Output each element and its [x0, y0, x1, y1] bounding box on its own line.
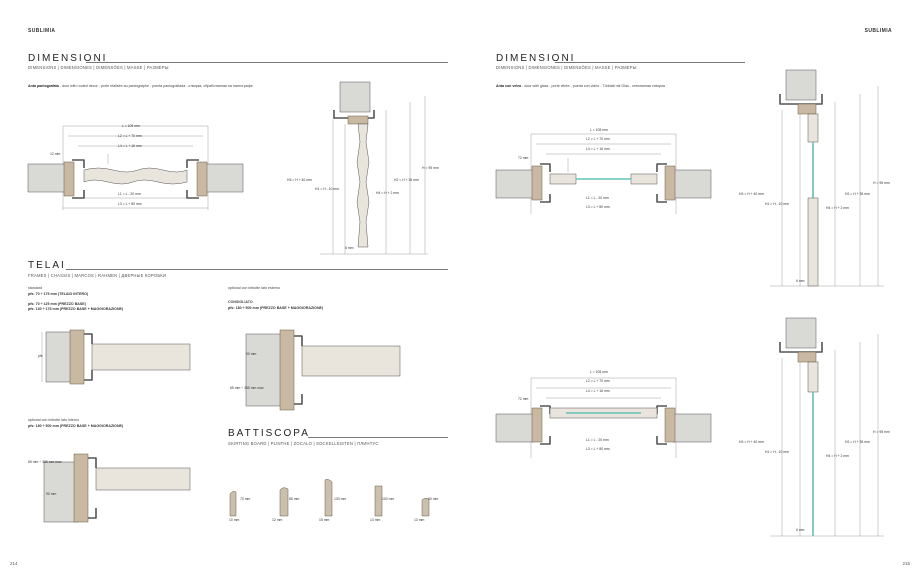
section-dim-h1: H1 = H - 10 mm [315, 187, 340, 191]
section2-dim-h1: H1 = H - 10 mm [765, 450, 790, 454]
page-number: 214 [10, 561, 18, 566]
section-dim-bottom: 6 mm [345, 246, 354, 250]
frame-optional-dim-1: 90 mm [246, 352, 257, 356]
section-dim-h4: H4 = H + 2 mm [376, 191, 399, 195]
glass-door-section-drawing-1 [770, 69, 884, 287]
plan1-dim-side: 72 mm [518, 156, 529, 160]
section2-dim-h3: H3 = H + 40 mm [739, 440, 764, 444]
section2-dim-h2: H2 = H + 35 mm [845, 440, 870, 444]
skirting-height-4: 100 mm [382, 497, 395, 501]
frame-standard-drawing [41, 329, 191, 385]
plan2-dim-l4: L4 = L + 16 mm [586, 389, 610, 393]
title-rule [86, 62, 448, 63]
title-rule [555, 62, 745, 63]
brand-label: SUBLIMIA [864, 28, 892, 34]
section1-dim-h3: H3 = H + 40 mm [739, 192, 764, 196]
frame-optional2-dim-1: 65 mm ÷ 385 mm max [28, 460, 62, 464]
frame-optional-internal-drawing [43, 453, 191, 523]
telai-consigliato-title: CONSIGLIATO [228, 300, 253, 304]
section-title-dimensioni: DIMENSIONI [496, 53, 576, 64]
skirting-profiles-drawing [229, 479, 430, 517]
section1-dim-h2: H2 = H + 35 mm [845, 192, 870, 196]
section-dim-h3: H3 = H + 40 mm [287, 178, 312, 182]
skirting-height-3: 130 mm [334, 497, 347, 501]
section-title-dimensioni: DIMENSIONI [28, 53, 108, 64]
telai-standard-title: standard [28, 286, 42, 290]
plan1-dim-l4: L4 = L + 16 mm [586, 147, 610, 151]
skirting-height-1: 70 mm [240, 497, 251, 501]
skirting-height-5: 40 mm [428, 497, 439, 501]
section-subtitle: DIMENSIONS | DIMENSIONES | DIMENSÕES | M… [28, 65, 169, 70]
skirting-thickness-3: 15 mm [319, 518, 330, 522]
glass-door-section-drawing-2 [770, 317, 884, 537]
plan-dim-l1: L1 = L - 20 mm [118, 192, 141, 196]
plan1-dim-l2: L2 = L + 70 mm [586, 137, 610, 141]
door-section-drawing [320, 81, 428, 255]
door-caption-text: - door with glass - porte vitrée - puert… [521, 84, 665, 88]
section1-dim-h4: H4 = H + 2 mm [826, 206, 849, 210]
section1-dim-h1: H1 = H - 10 mm [765, 202, 790, 206]
section2-dim-bottom: 6 mm [796, 528, 805, 532]
section2-dim-h4: H4 = H + 2 mm [826, 454, 849, 458]
door-caption: Anta con vetro - door with glass - porte… [496, 84, 736, 89]
plan-dim-side: 12 mm [50, 152, 61, 156]
skirting-thickness-4: 13 mm [370, 518, 381, 522]
plan2-dim-l2: L2 = L + 70 mm [586, 379, 610, 383]
plan-dim-l3: L3 = L + 80 mm [118, 202, 142, 206]
section1-dim-bottom: 6 mm [796, 279, 805, 283]
brand-label: SUBLIMIA [28, 28, 56, 34]
page-number: 215 [902, 561, 910, 566]
skirting-height-2: 85 mm [289, 497, 300, 501]
skirting-thickness-2: 12 mm [272, 518, 283, 522]
telai-standard-line-3: pfs: 130 ÷ 175 mm (PREZZO BASE + MAGGIOR… [28, 307, 124, 311]
right-page: SUBLIMIA DIMENSIONI DIMENSIONS | DIMENSI… [460, 0, 920, 574]
plan2-dim-l1: L1 = L - 20 mm [586, 438, 609, 442]
door-plan-drawing [27, 125, 244, 210]
section-dim-h2: H2 = H + 35 mm [394, 178, 419, 182]
frame-standard-dim: pfs [38, 354, 43, 358]
title-rule [308, 437, 448, 438]
plan2-dim-l3: L3 = L + 80 mm [586, 447, 610, 451]
plan2-dim-l: L = 105 mm [590, 370, 608, 374]
telai-subtitle: FRAMES | CHASSIS | MARCOS | RAHMEN | ДВЕ… [28, 273, 167, 278]
door-caption-text: - door with routed decor - porte réalisé… [58, 84, 253, 88]
plan-dim-l4: L4 = L + 16 mm [118, 144, 142, 148]
plan-dim-l: L = 105 mm [122, 124, 140, 128]
frame-optional2-dim-2: 90 mm [46, 492, 57, 496]
section-title-battiscopa: BATTISCOPA [228, 428, 310, 439]
telai-consigliato-line: pfs: 180 ÷ 500 mm (PREZZO BASE + MAGGIOR… [228, 306, 324, 310]
left-page: SUBLIMIA DIMENSIONI DIMENSIONS | DIMENSI… [10, 28, 448, 566]
plan1-dim-l1: L1 = L - 20 mm [586, 196, 609, 200]
battiscopa-subtitle: SKIRTING BOARD | PLINTHE | ZOCALO | SOCK… [228, 441, 379, 446]
plan-dim-l2: L2 = L + 70 mm [118, 134, 142, 138]
glass-door-plan-drawing-2 [495, 377, 712, 458]
door-caption-bold: Anta con vetro [496, 84, 522, 88]
plan2-dim-side: 72 mm [518, 397, 529, 401]
skirting-thickness-1: 10 mm [229, 518, 240, 522]
frame-optional-external-drawing [245, 329, 401, 411]
telai-standard-line-2: pfs: 70 ÷ 125 mm (PREZZO BASE) [28, 302, 86, 306]
section-title-telai: TELAI [28, 260, 66, 271]
title-rule [66, 269, 448, 270]
telai-standard-line-1: pfs: 70 ÷ 175 mm (TELAIO INTERO) [28, 292, 89, 296]
plan1-dim-l: L = 105 mm [590, 128, 608, 132]
section2-dim-h: H = 95 mm [873, 430, 890, 434]
door-caption-bold: Anta pantografata [28, 84, 59, 88]
glass-door-plan-drawing-1 [495, 133, 712, 214]
skirting-thickness-5: 13 mm [414, 518, 425, 522]
telai-optional2-title: optional con imbotte lato interno [28, 418, 79, 422]
telai-optional2-line: pfs: 180 ÷ 500 mm (PREZZO BASE + MAGGIOR… [28, 424, 124, 428]
section1-dim-h: H = 95 mm [873, 181, 890, 185]
door-caption: Anta pantografata - door with routed dec… [28, 84, 278, 89]
section-dim-h: H = 95 mm [422, 166, 439, 170]
frame-optional-dim-2: 65 mm ÷ 385 mm max [230, 386, 264, 390]
plan1-dim-l3: L3 = L + 80 mm [586, 205, 610, 209]
telai-optional-title: optional con imbotte lato esterno [228, 286, 280, 290]
section-subtitle: DIMENSIONS | DIMENSIONES | DIMENSÕES | M… [496, 65, 637, 70]
